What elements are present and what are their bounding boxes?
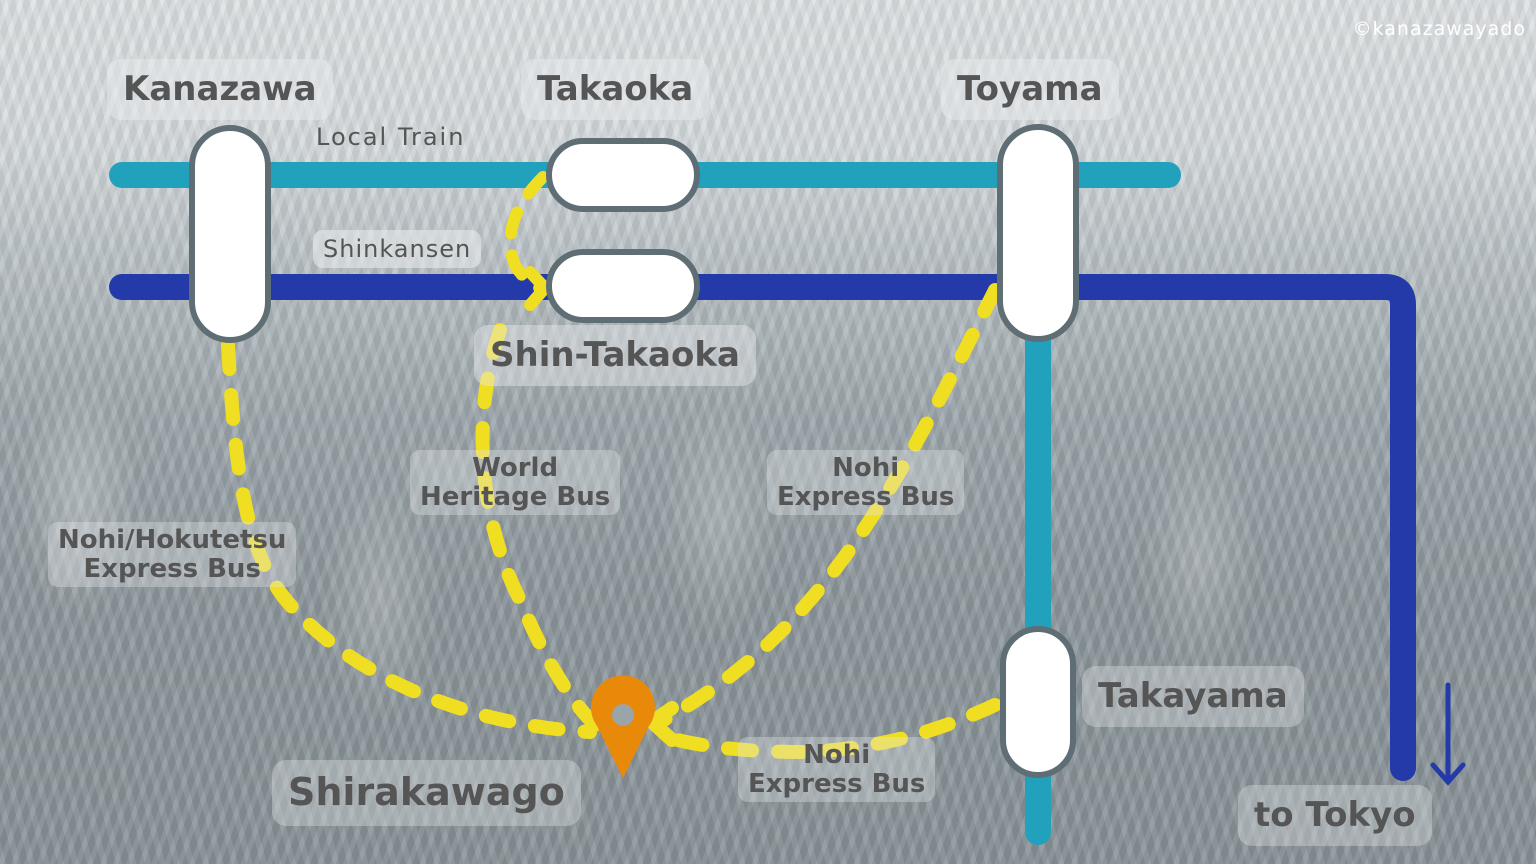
bus-label-toyama-line1: Nohi bbox=[832, 453, 900, 483]
bus-label-shin-takaoka-line1: World bbox=[472, 453, 559, 483]
station-label-takaoka: Takaoka bbox=[521, 59, 710, 121]
shinkansen-line bbox=[109, 274, 1416, 781]
arrowhead-shirakawago bbox=[645, 701, 679, 747]
bus-label-toyama: Nohi Express Bus bbox=[767, 450, 965, 516]
station-label-takayama: Takayama bbox=[1082, 666, 1304, 728]
direction-label-to-tokyo: to Tokyo bbox=[1238, 785, 1432, 847]
bus-label-takayama-line2: Express Bus bbox=[748, 768, 926, 799]
station-kanazawa[interactable] bbox=[189, 125, 271, 343]
arrowhead-shin-takaoka bbox=[524, 266, 551, 311]
bus-route-kanazawa bbox=[221, 338, 597, 739]
copyright-text: ©kanazawayado bbox=[1352, 18, 1526, 40]
station-takayama[interactable] bbox=[1000, 626, 1076, 778]
station-label-shin-takaoka: Shin-Takaoka bbox=[474, 325, 756, 387]
line-label-local-train: Local Train bbox=[316, 123, 466, 151]
bus-label-kanazawa-line1: Nohi/Hokutetsu bbox=[58, 525, 287, 555]
transfer-takaoka-shin-takaoka bbox=[504, 171, 549, 296]
bus-label-toyama-line2: Express Bus bbox=[777, 481, 955, 512]
station-shin-takaoka[interactable] bbox=[546, 249, 700, 323]
station-toyama[interactable] bbox=[997, 124, 1079, 342]
station-label-toyama: Toyama bbox=[941, 59, 1119, 121]
bus-label-takayama-line1: Nohi bbox=[803, 740, 871, 770]
map-pin-icon[interactable] bbox=[591, 675, 655, 778]
bus-label-kanazawa: Nohi/Hokutetsu Express Bus bbox=[48, 522, 297, 588]
destination-label-shirakawago: Shirakawago bbox=[272, 760, 581, 826]
bus-label-kanazawa-line2: Express Bus bbox=[83, 553, 261, 584]
bus-label-takayama: Nohi Express Bus bbox=[738, 737, 936, 803]
bus-route-toyama bbox=[653, 283, 1002, 729]
bus-route-shin-takaoka bbox=[475, 323, 602, 732]
bus-label-shin-takaoka-line2: Heritage Bus bbox=[420, 481, 611, 512]
station-takaoka[interactable] bbox=[546, 138, 700, 212]
bus-label-shin-takaoka: World Heritage Bus bbox=[410, 450, 621, 516]
line-label-shinkansen: Shinkansen bbox=[313, 230, 482, 269]
bus-route-takayama bbox=[653, 698, 1002, 760]
station-label-kanazawa: Kanazawa bbox=[107, 59, 333, 121]
arrow-down-icon bbox=[1430, 682, 1466, 786]
